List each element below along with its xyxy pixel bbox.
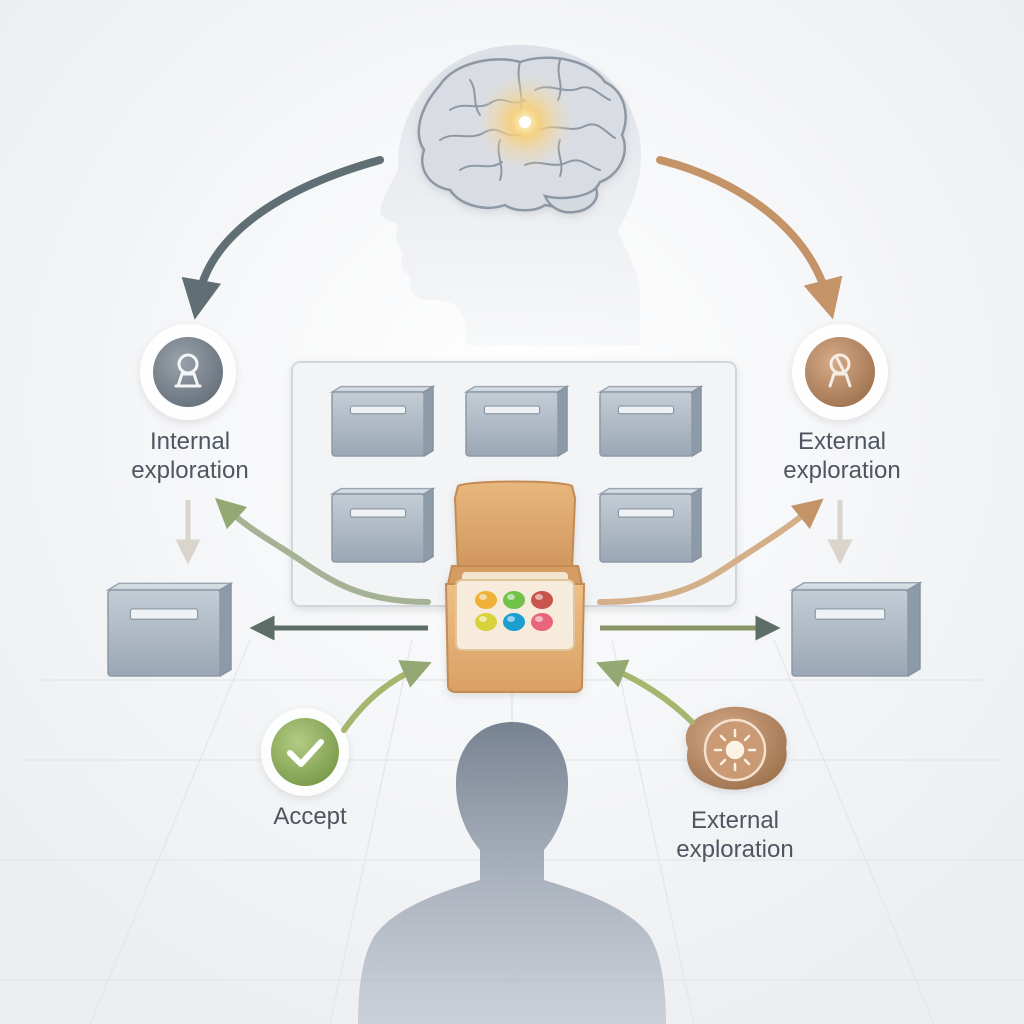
arrow-head-to-internal	[181, 156, 384, 320]
arrow-box-to-external	[597, 498, 824, 605]
gem	[503, 591, 525, 609]
check-icon	[287, 739, 324, 767]
panel-crate-top-middle	[463, 385, 570, 458]
external-exploration-right-line2: exploration	[783, 457, 901, 484]
open-gem-box	[444, 480, 586, 693]
right-side-crate	[789, 581, 923, 678]
side-crates	[105, 581, 923, 678]
accept-label-text: Accept	[273, 803, 347, 830]
external-exploration-badge-right	[792, 324, 888, 420]
panel-crates	[329, 385, 704, 564]
external-exploration-label-bottom: External exploration	[645, 806, 825, 864]
arrow-accept-to-box	[341, 660, 432, 733]
gem-highlight	[479, 594, 487, 600]
accept-label: Accept	[240, 802, 380, 831]
panel-crate-top-right	[597, 385, 704, 458]
internal-exploration-label-line2: exploration	[131, 457, 249, 484]
user-silhouette	[358, 722, 666, 1024]
arrow-head-to-external	[656, 156, 843, 320]
gem-tray	[475, 591, 553, 631]
panel-crate-bottom-left	[329, 487, 436, 564]
left-side-crate	[105, 582, 234, 678]
gem-highlight	[535, 594, 543, 600]
gem-highlight	[507, 616, 515, 622]
internal-exploration-label: Internal exploration	[100, 427, 280, 485]
gem	[475, 591, 497, 609]
external-exploration-right-line1: External	[797, 428, 887, 455]
arrow-external-bottom-to-box	[596, 659, 695, 725]
person-in-gear-icon	[828, 353, 852, 388]
external-exploration-badge-bottom	[685, 706, 787, 790]
internal-exploration-badge	[140, 324, 236, 420]
gem	[475, 613, 497, 631]
panel-crate-top-left	[329, 385, 436, 458]
accept-badge	[261, 708, 349, 796]
panel-crate-bottom-right	[597, 487, 704, 564]
gem-highlight	[507, 594, 515, 600]
external-exploration-bottom-line1: External	[690, 807, 780, 834]
gem	[503, 613, 525, 631]
sun-badge-icon	[713, 728, 757, 772]
brain-icon	[417, 56, 627, 214]
gem-highlight	[535, 616, 543, 622]
external-exploration-label-right: External exploration	[752, 427, 932, 485]
gem	[531, 613, 553, 631]
gem	[531, 591, 553, 609]
person-in-gear-icon	[174, 353, 202, 388]
gem-highlight	[479, 616, 487, 622]
arrow-box-to-internal	[214, 497, 431, 605]
external-exploration-bottom-line2: exploration	[676, 836, 794, 863]
internal-exploration-label-line1: Internal	[149, 428, 231, 455]
